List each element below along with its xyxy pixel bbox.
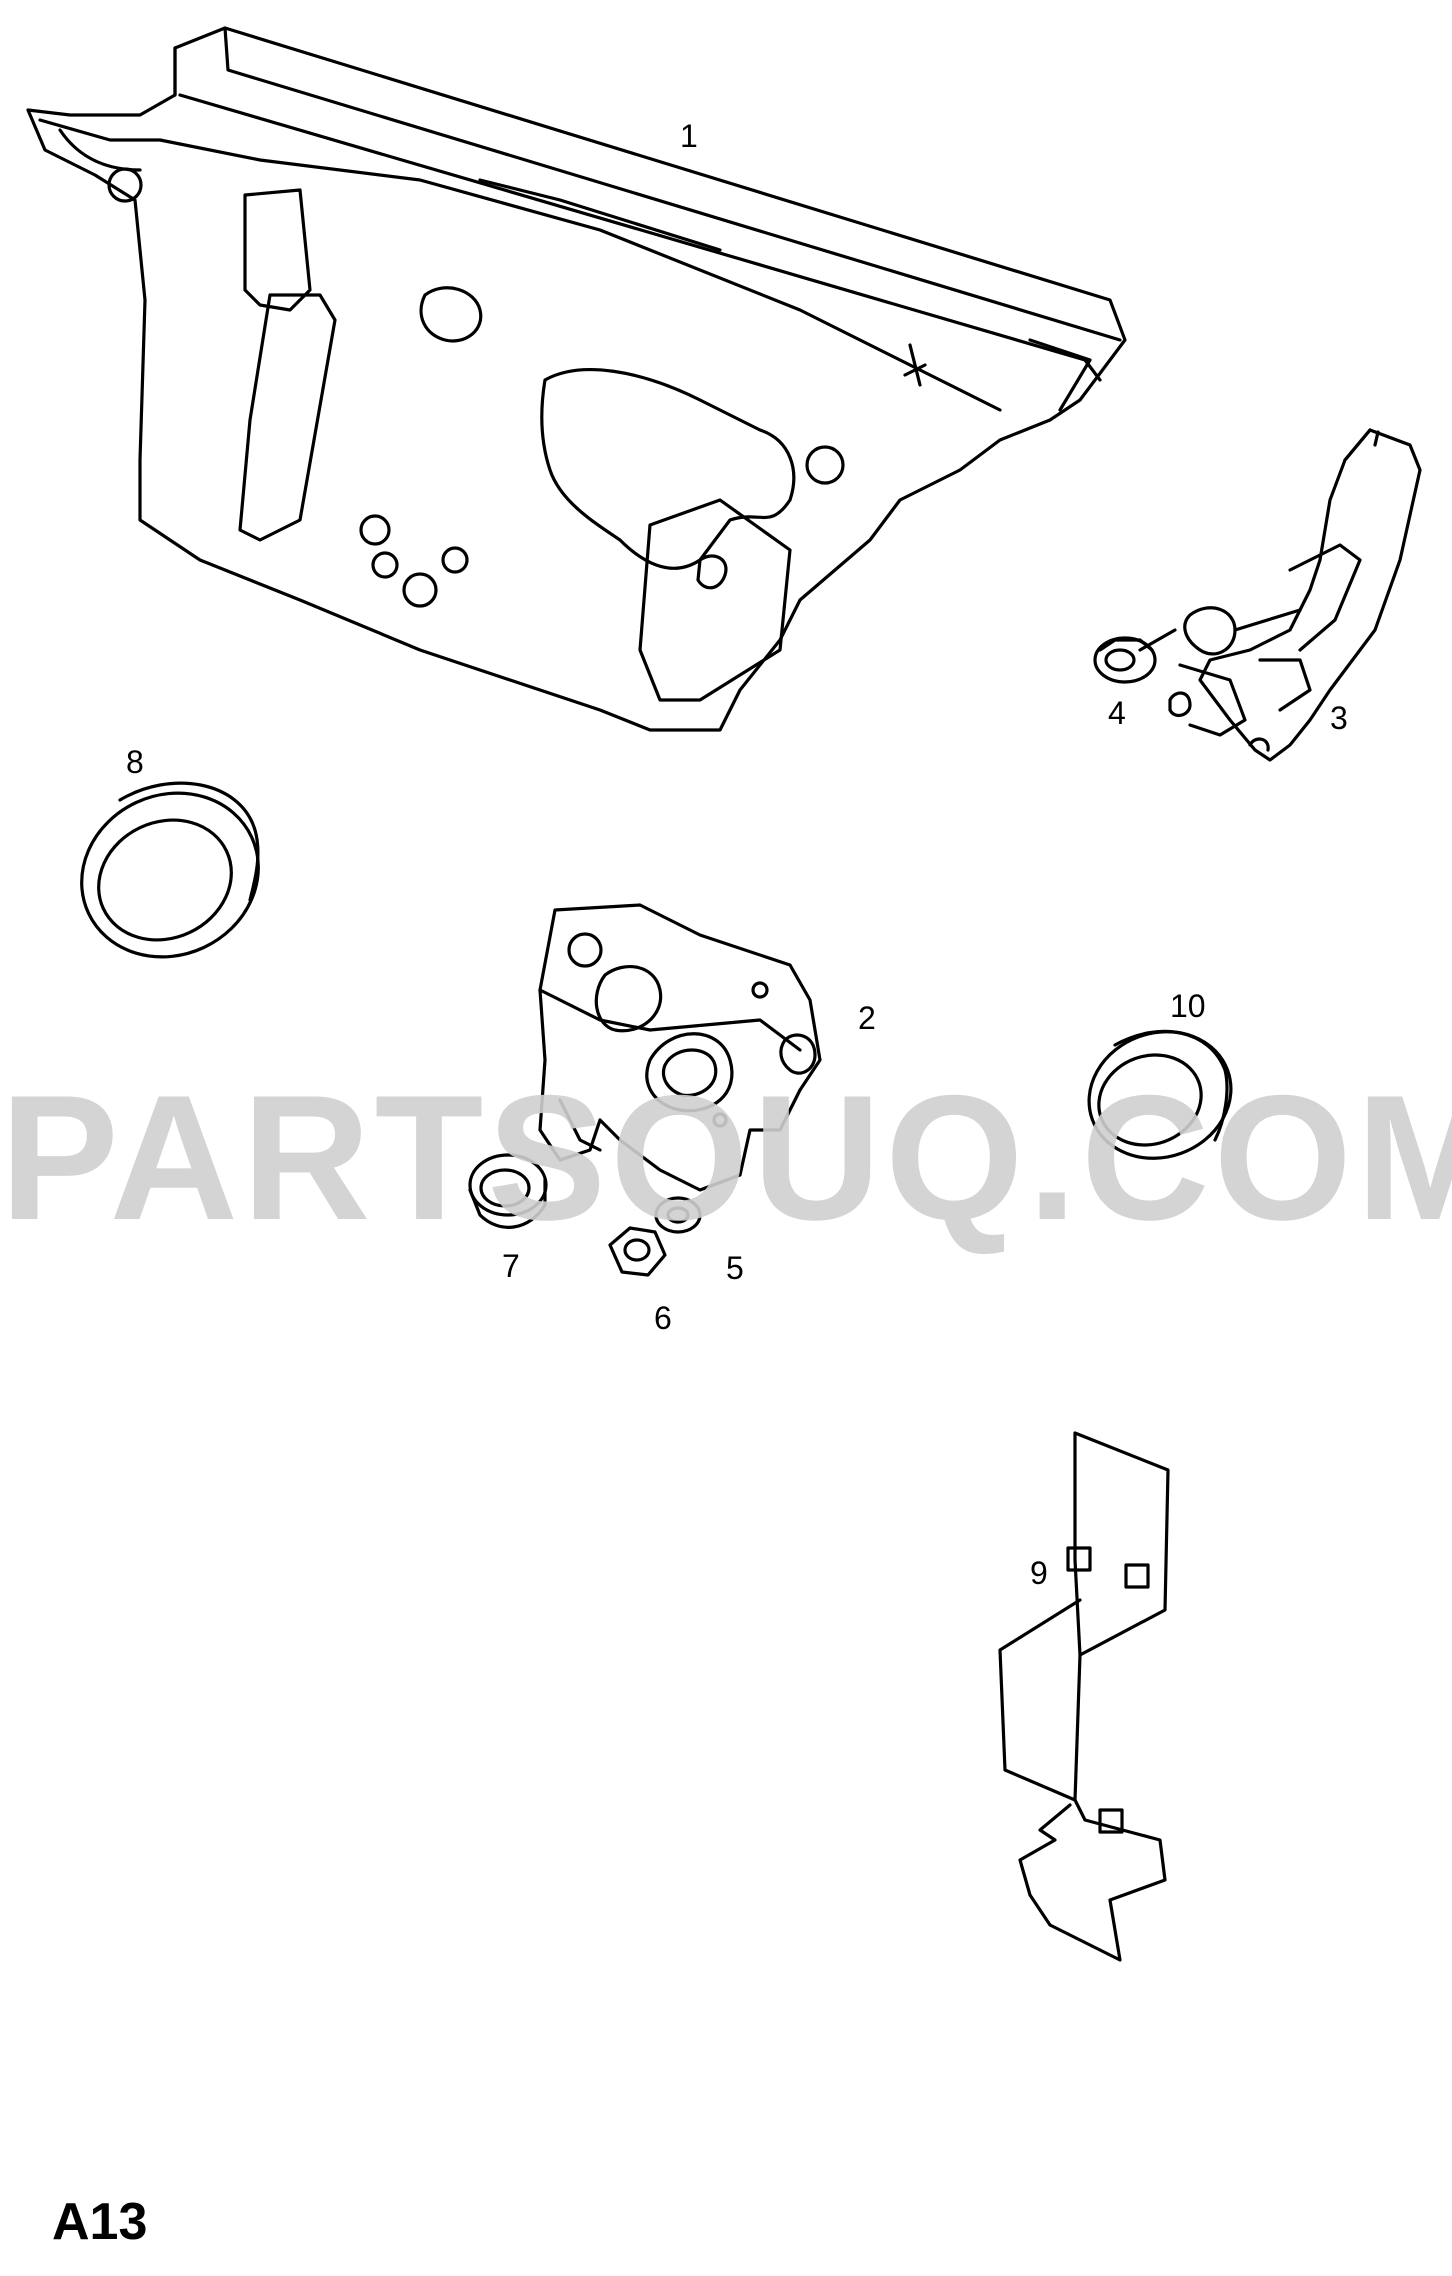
- callout-6[interactable]: 6: [654, 1300, 672, 1336]
- part-2-mounting-plate[interactable]: [538, 903, 822, 1192]
- part-6-nut[interactable]: [608, 1226, 667, 1277]
- callout-4[interactable]: 4: [1108, 695, 1126, 731]
- part-10-seal-ring[interactable]: [1071, 1012, 1249, 1178]
- callout-10[interactable]: 10: [1170, 988, 1206, 1024]
- callout-5[interactable]: 5: [726, 1250, 744, 1286]
- part-1-bulkhead-panel[interactable]: [26, 26, 1127, 732]
- callout-1[interactable]: 1: [680, 118, 698, 154]
- callout-2[interactable]: 2: [858, 1000, 876, 1036]
- callout-3[interactable]: 3: [1330, 700, 1348, 736]
- part-9-heat-shield[interactable]: [998, 1431, 1170, 1962]
- part-7-sleeve[interactable]: [468, 1153, 548, 1229]
- part-3-mounting-bracket[interactable]: [1168, 428, 1422, 762]
- callout-9[interactable]: 9: [1030, 1555, 1048, 1591]
- callout-8[interactable]: 8: [126, 744, 144, 780]
- part-5-washer[interactable]: [654, 1196, 702, 1234]
- callout-7[interactable]: 7: [502, 1248, 520, 1284]
- part-8-ring-grommet[interactable]: [55, 764, 286, 985]
- page-code: A13: [52, 2193, 148, 2251]
- part-4-grommet[interactable]: [1093, 628, 1177, 684]
